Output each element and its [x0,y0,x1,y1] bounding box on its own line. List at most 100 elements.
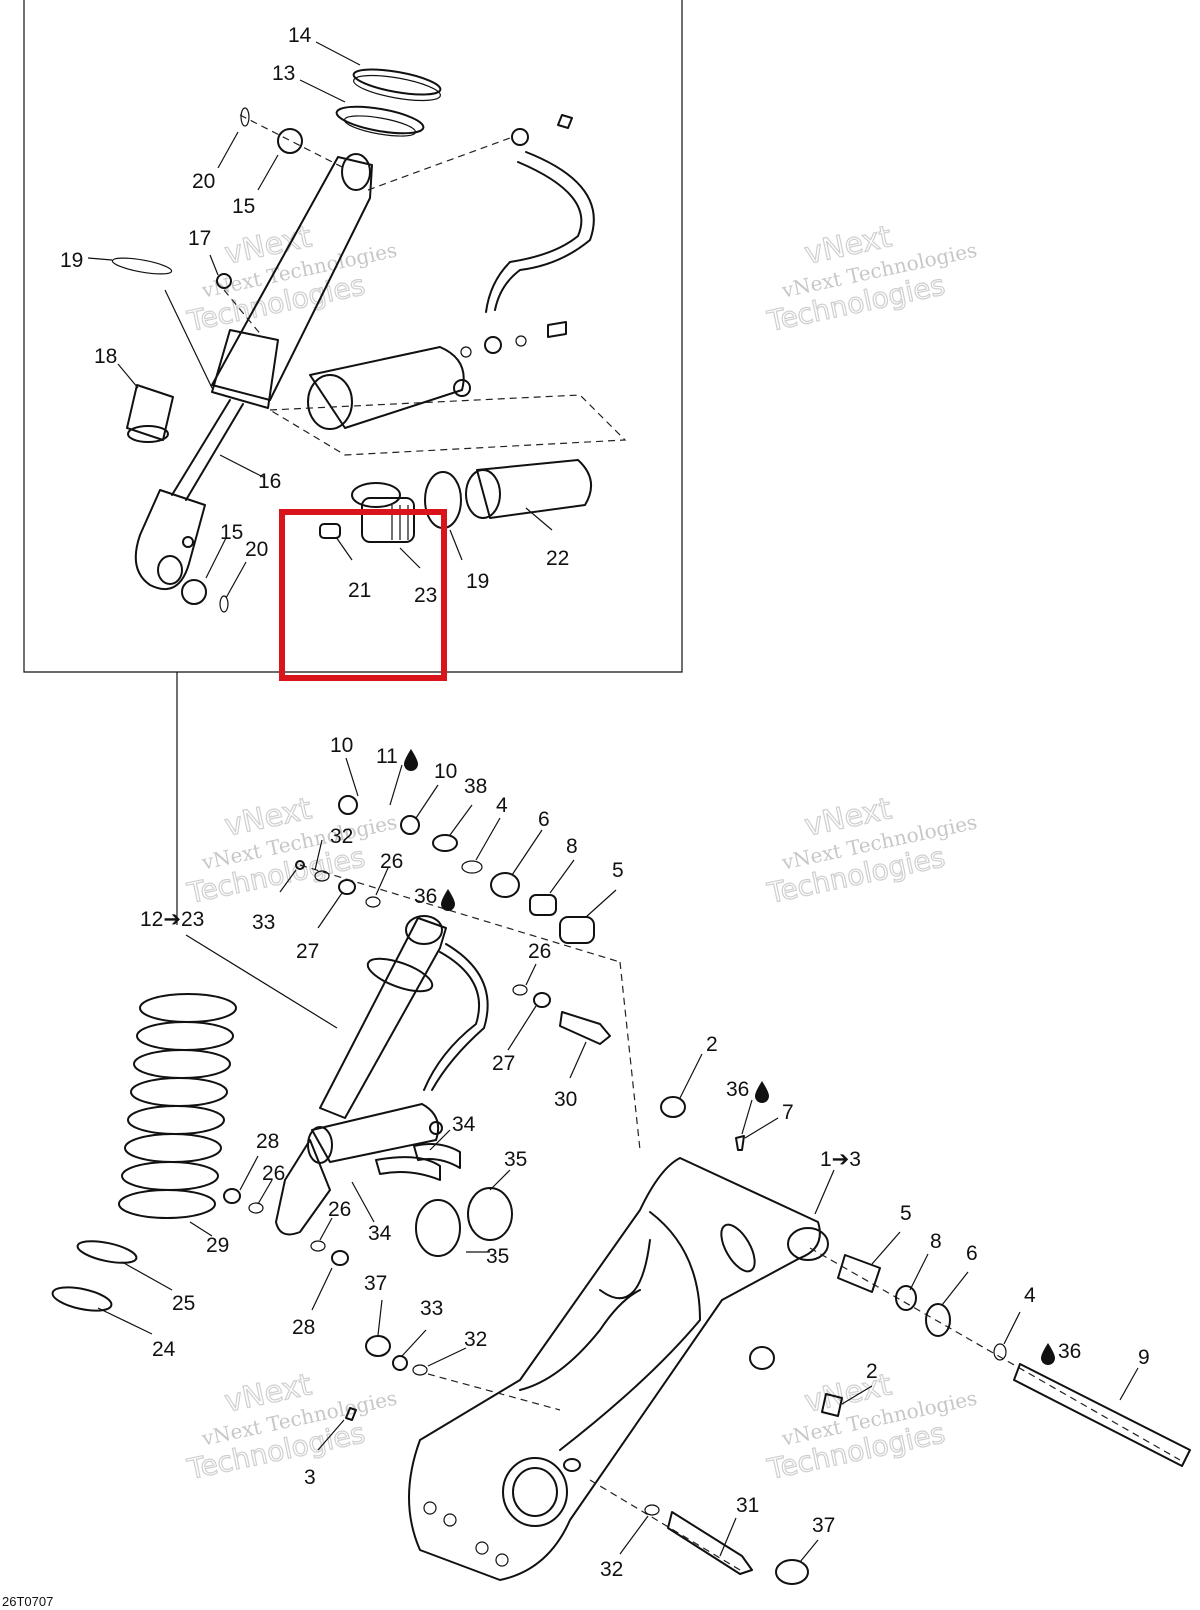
callout-24: 24 [152,1338,176,1361]
callout-37: 37 [812,1514,835,1537]
part-20-clip [240,107,250,127]
callout-11: 11 [376,745,398,768]
callout-5: 5 [900,1202,912,1225]
callout-16: 16 [258,470,281,493]
callout-2: 2 [866,1360,878,1383]
part-17-valve [216,273,263,337]
callout-13: 13 [272,62,295,85]
callout-32: 32 [330,825,353,848]
callout-37: 37 [364,1272,387,1295]
callout-10: 10 [434,760,457,783]
part-29-spring [118,993,237,1219]
callout-3: 3 [304,1466,316,1489]
part-15-bushing [277,128,303,154]
callout-29: 29 [206,1234,229,1257]
watermark: vNext vNext Technologies Technologies [763,791,979,911]
callout-32: 32 [600,1558,623,1581]
callout-20: 20 [245,538,268,561]
main-assembly [51,41,1191,1585]
callout-10: 10 [330,734,353,757]
oil-drop-icon [1041,1343,1055,1365]
callout-9: 9 [1138,1346,1150,1369]
watermark: vNext vNext Technologies Technologies [183,1367,399,1487]
callout-30: 30 [554,1088,577,1111]
inset-frame [23,0,683,925]
callout-31: 31 [736,1494,759,1517]
part-24-seat [51,1286,113,1312]
callout-33: 33 [252,911,275,934]
callout-8: 8 [566,835,578,858]
callout-35: 35 [504,1148,527,1171]
callout-34: 34 [368,1222,392,1245]
callout-20: 20 [192,170,215,193]
callout-17: 17 [188,227,211,250]
callout-35: 35 [486,1245,509,1268]
callout-26: 26 [528,940,551,963]
callout-18: 18 [94,345,117,368]
part-25-seat [76,1240,138,1264]
part-15-bushing-lower [181,579,207,605]
watermark-group: vNext vNext Technologies Technologies vN… [183,219,979,1487]
upper-hardware [295,795,641,1151]
callout-36: 36 [414,885,437,908]
watermark: vNext vNext Technologies Technologies [183,219,399,339]
callout-2: 2 [706,1033,718,1056]
part-19-oring [111,257,173,275]
callout-27: 27 [296,940,319,963]
callout-7: 7 [782,1101,794,1124]
part-2-plug-lower [749,1346,775,1370]
callout-32: 32 [464,1328,487,1351]
callout-6: 6 [538,808,550,831]
callout-34: 34 [452,1113,476,1136]
shaft-parts [427,1247,1191,1585]
oil-drop-icon [441,889,455,911]
callout-36: 36 [1058,1340,1081,1363]
part-21-valve-core [319,523,341,539]
swing-arm [408,1096,843,1581]
callout-5: 5 [612,859,624,882]
callout-15: 15 [220,521,243,544]
oil-drop-icon [404,749,418,771]
callout-4: 4 [1024,1284,1036,1307]
lower-hardware [223,1143,513,1421]
reservoir-hose [367,114,595,358]
part-20-clip-lower [219,595,229,613]
callout-1-3: 1➔3 [820,1148,861,1171]
callout-19: 19 [60,249,83,272]
callout-8: 8 [930,1230,942,1253]
callout-4: 4 [496,794,508,817]
callout-28: 28 [256,1130,279,1153]
oil-drop-icon [755,1081,769,1103]
watermark: vNext vNext Technologies Technologies [183,791,399,911]
inset-shock-parts [111,68,627,613]
part-7-grease-fitting [735,1135,745,1151]
callout-28: 28 [292,1316,315,1339]
callout-26: 26 [328,1198,351,1221]
callout-27: 27 [492,1052,515,1075]
callout-23: 23 [414,584,437,607]
callout-26: 26 [380,850,403,873]
part-14-retainer [352,68,442,102]
callout-26: 26 [262,1162,285,1185]
callout-22: 22 [546,547,569,570]
part-16-shock-body [134,153,373,590]
leader-lines [87,41,1139,1563]
part-13-ring [335,105,425,137]
callout-25: 25 [172,1292,195,1315]
part-22-cap [465,459,593,519]
part-18-bumper [126,384,174,443]
shock-absorber [275,915,489,1236]
callout-14: 14 [288,24,312,47]
callout-36: 36 [726,1078,749,1101]
callout-6: 6 [966,1242,978,1265]
callout-21: 21 [348,579,371,602]
callout-15: 15 [232,195,255,218]
watermark: vNext vNext Technologies Technologies [763,219,979,339]
highlight-box [279,509,447,681]
callout-38: 38 [464,775,487,798]
diagram-code: 26T0707 [2,1594,53,1609]
reservoir [267,346,627,456]
callout-12-23: 12➔23 [140,908,204,931]
part-2-plug [660,1096,686,1118]
